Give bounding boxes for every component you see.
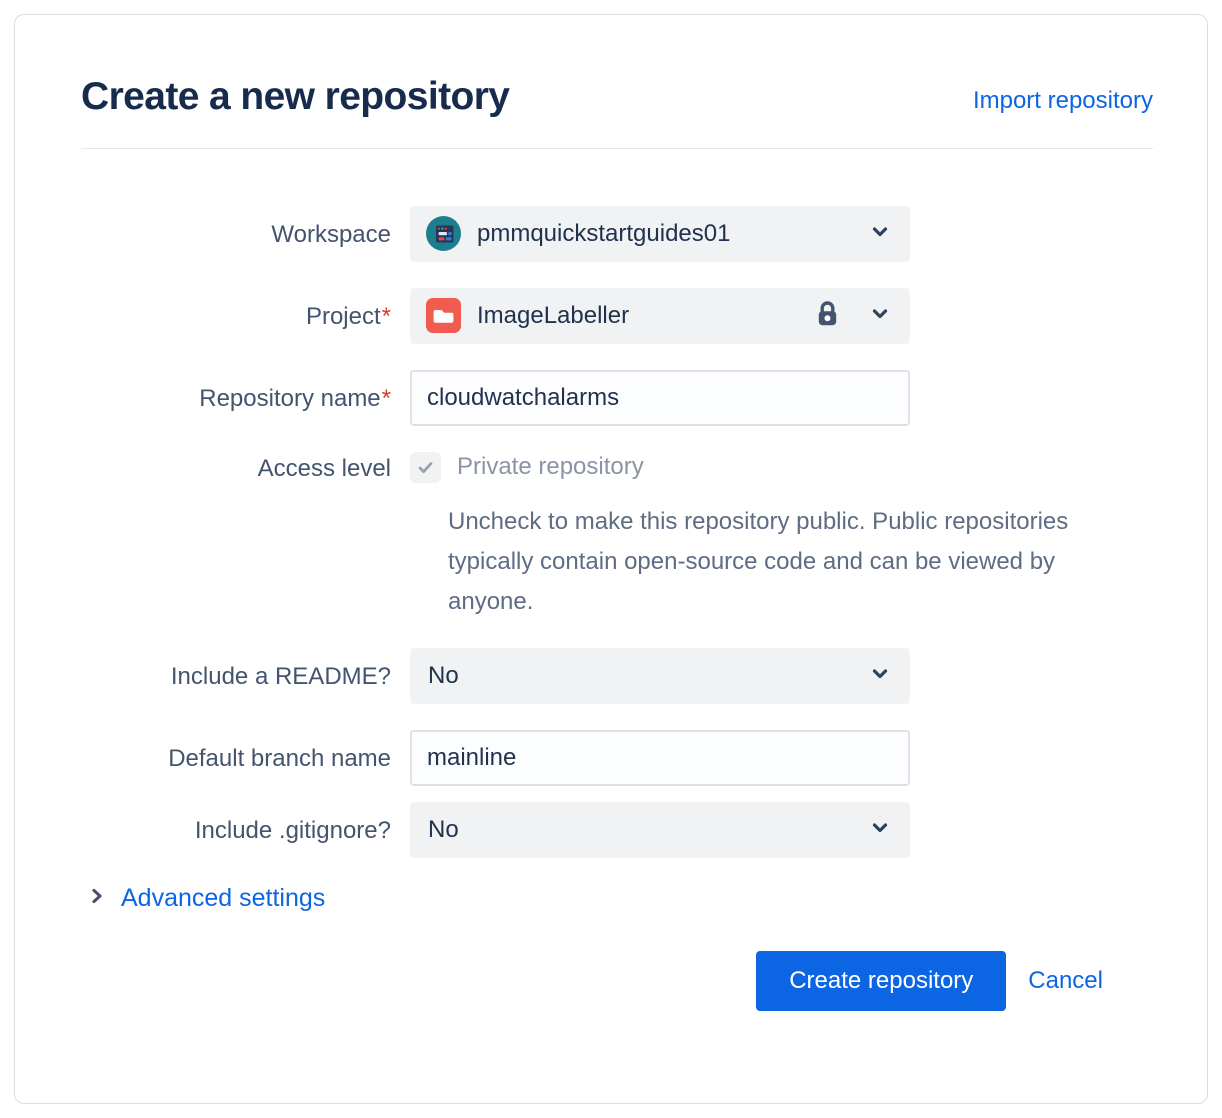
create-repository-dialog: Create a new repository Import repositor… — [14, 14, 1208, 1104]
include-readme-select[interactable]: No — [410, 647, 910, 704]
project-select[interactable]: ImageLabeller — [410, 287, 910, 344]
access-level-label: Access level — [257, 454, 391, 482]
access-level-row: Access level Private repository Uncheck … — [81, 451, 1153, 622]
chevron-down-icon — [867, 814, 893, 845]
chevron-down-icon — [867, 660, 893, 691]
chevron-down-icon — [867, 218, 893, 249]
dialog-header: Create a new repository Import repositor… — [81, 75, 1153, 120]
project-row: Project* ImageLabeller — [81, 287, 1153, 344]
cancel-button[interactable]: Cancel — [1028, 966, 1103, 994]
chevron-down-icon — [867, 300, 893, 331]
project-folder-icon — [426, 298, 461, 334]
dialog-footer: Create repository Cancel — [81, 950, 1153, 1011]
import-repository-link[interactable]: Import repository — [972, 86, 1153, 114]
access-level-help-text: Uncheck to make this repository public. … — [448, 507, 1069, 615]
include-readme-row: Include a README? No — [81, 647, 1153, 704]
advanced-settings-toggle[interactable]: Advanced settings — [86, 884, 1153, 913]
project-label: Project* — [305, 302, 391, 330]
workspace-row: Workspace — [81, 205, 1153, 262]
repository-name-label: Repository name* — [199, 384, 391, 412]
create-repository-form: Workspace — [81, 205, 1153, 913]
workspace-label: Workspace — [271, 220, 391, 248]
advanced-settings-label: Advanced settings — [121, 883, 326, 912]
required-asterisk: * — [381, 384, 391, 412]
include-readme-label: Include a README? — [170, 662, 391, 690]
include-gitignore-row: Include .gitignore? No — [81, 801, 1153, 858]
chevron-right-icon — [86, 885, 108, 912]
include-gitignore-label: Include .gitignore? — [194, 816, 391, 844]
workspace-avatar-icon — [426, 216, 461, 252]
default-branch-label: Default branch name — [168, 744, 391, 772]
page-title: Create a new repository — [81, 75, 510, 118]
required-asterisk: * — [381, 302, 391, 330]
include-gitignore-select[interactable]: No — [410, 801, 910, 858]
lock-icon — [812, 298, 843, 334]
repository-name-input[interactable] — [410, 369, 910, 426]
create-repository-button[interactable]: Create repository — [756, 950, 1007, 1011]
default-branch-row: Default branch name — [81, 729, 1153, 786]
header-divider — [81, 147, 1153, 149]
private-repository-label: Private repository — [457, 453, 644, 481]
include-gitignore-value: No — [428, 815, 459, 843]
repository-name-row: Repository name* — [81, 369, 1153, 426]
project-value: ImageLabeller — [477, 301, 630, 329]
include-readme-value: No — [428, 661, 459, 689]
workspace-select[interactable]: pmmquickstartguides01 — [410, 205, 910, 262]
private-repository-checkbox[interactable] — [410, 451, 441, 483]
default-branch-input[interactable] — [410, 729, 910, 786]
workspace-value: pmmquickstartguides01 — [477, 219, 731, 247]
